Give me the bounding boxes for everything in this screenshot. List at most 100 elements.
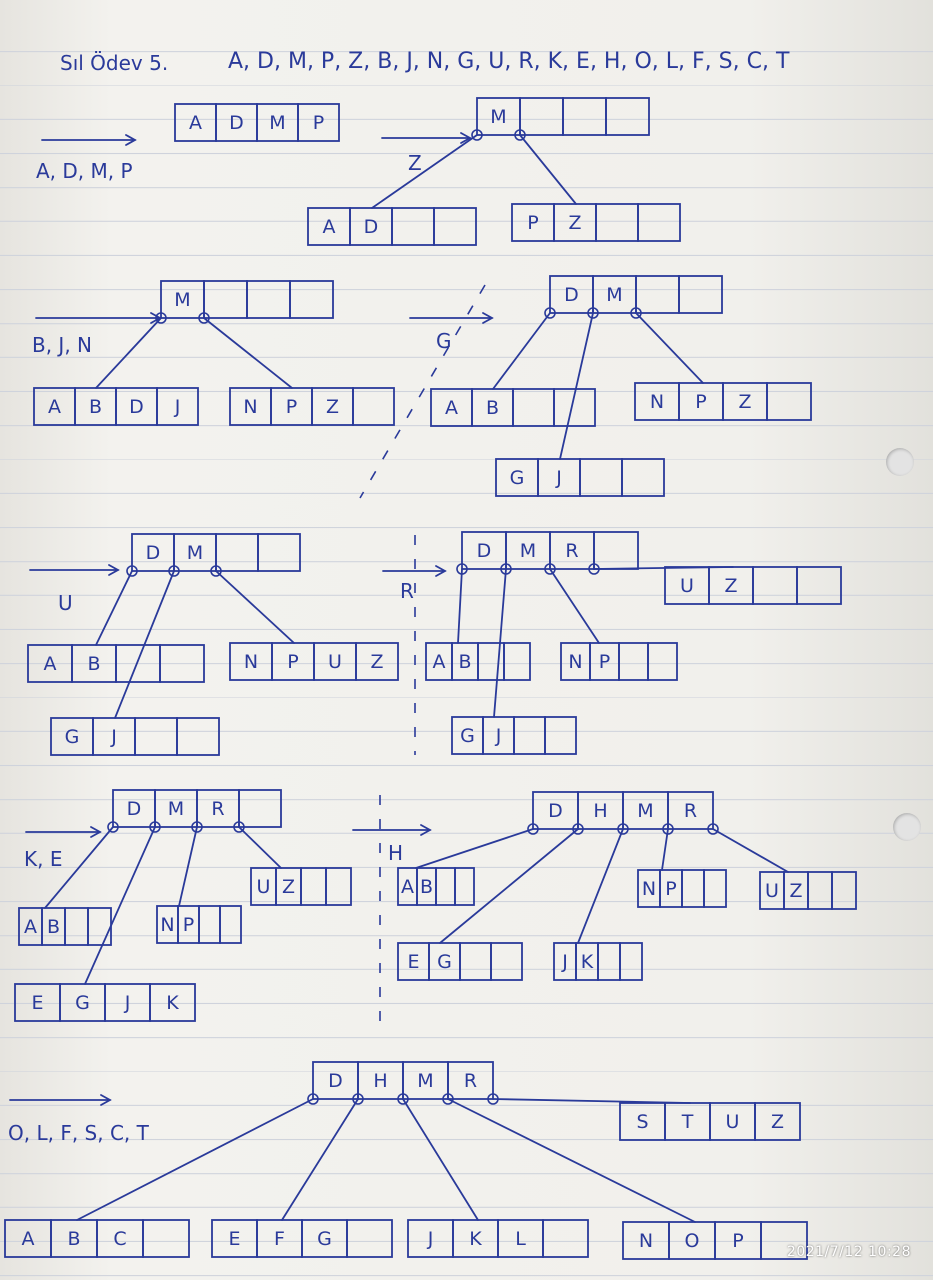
node-key: P bbox=[695, 391, 706, 413]
pointer-dot bbox=[352, 1093, 364, 1105]
node-cell bbox=[752, 566, 798, 605]
node-key: E bbox=[31, 992, 43, 1014]
pointer-dot bbox=[544, 563, 556, 575]
node-cell bbox=[618, 642, 649, 681]
arrow-head bbox=[435, 565, 447, 577]
node-key: M bbox=[417, 1070, 433, 1092]
node-key: Z bbox=[789, 880, 802, 902]
node-key: D bbox=[127, 798, 142, 820]
tree-edge bbox=[577, 828, 624, 944]
insert-label: G bbox=[436, 329, 452, 353]
insert-label: A, D, M, P bbox=[36, 159, 133, 183]
node-cell bbox=[325, 867, 352, 906]
node-key: P bbox=[732, 1230, 743, 1252]
node-key: T bbox=[681, 1111, 694, 1133]
node-cell bbox=[289, 280, 334, 319]
pointer-dot bbox=[630, 307, 642, 319]
tree-edge bbox=[281, 1098, 359, 1221]
insert-label: K, E bbox=[24, 847, 62, 871]
tree-edge bbox=[661, 828, 669, 871]
pointer-dot bbox=[168, 565, 180, 577]
node-cell bbox=[542, 1219, 589, 1258]
node-cell bbox=[678, 275, 723, 314]
node-key: G bbox=[65, 726, 80, 748]
node-key: Z bbox=[370, 651, 383, 673]
node-cell bbox=[300, 867, 327, 906]
step2-root: M bbox=[476, 97, 650, 136]
header-sequence: A, D, M, P, Z, B, J, N, G, U, R, K, E, H… bbox=[228, 49, 790, 74]
node-key: M bbox=[637, 800, 653, 822]
pointer-dot bbox=[617, 823, 629, 835]
insert-label: R bbox=[400, 579, 414, 603]
tree-edge bbox=[549, 568, 600, 644]
node-key: P bbox=[313, 112, 324, 134]
node-key: A bbox=[44, 653, 57, 675]
insert-label: B, J, N bbox=[32, 333, 92, 357]
node-cell bbox=[637, 203, 681, 242]
arrow-head bbox=[100, 1094, 112, 1106]
insert-label: U bbox=[58, 591, 73, 615]
pointer-dot bbox=[107, 821, 119, 833]
header-label: Sıl Ödev 5. bbox=[60, 51, 168, 75]
node-key: J bbox=[124, 992, 131, 1014]
node-key: J bbox=[174, 396, 181, 418]
photo-timestamp: 2021/7/12 10:28 bbox=[786, 1244, 911, 1260]
pointer-dot bbox=[707, 823, 719, 835]
pointer-dot bbox=[191, 821, 203, 833]
node-cell bbox=[352, 387, 395, 426]
tree-edge bbox=[76, 1098, 314, 1221]
tree-edge bbox=[95, 317, 162, 389]
node-cell bbox=[593, 531, 639, 570]
binder-hole-bottom bbox=[893, 813, 921, 841]
tree-edge bbox=[95, 570, 133, 646]
node-key: Z bbox=[282, 876, 295, 898]
node-cell bbox=[219, 905, 242, 944]
tree-edge bbox=[559, 312, 594, 460]
node-key: A bbox=[401, 876, 414, 898]
node-key: J bbox=[555, 467, 562, 489]
node-key: H bbox=[373, 1070, 387, 1092]
node-key: P bbox=[287, 651, 298, 673]
node-cell bbox=[433, 207, 477, 246]
node-key: D bbox=[548, 800, 563, 822]
node-key: A bbox=[445, 397, 458, 419]
node-key: B bbox=[87, 653, 100, 675]
tree-edge bbox=[203, 317, 293, 389]
node-key: A bbox=[48, 396, 61, 418]
node-key: K bbox=[166, 992, 179, 1014]
pointer-dot bbox=[471, 129, 483, 141]
pointer-dot bbox=[126, 565, 138, 577]
node-key: A bbox=[323, 216, 336, 238]
node-key: N bbox=[244, 651, 258, 673]
node-key: B bbox=[67, 1228, 80, 1250]
node-key: U bbox=[726, 1111, 740, 1133]
pointer-dot bbox=[514, 129, 526, 141]
pointer-dot bbox=[233, 821, 245, 833]
insert-label: Z bbox=[408, 151, 422, 175]
node-cell bbox=[346, 1219, 393, 1258]
node-key: Z bbox=[738, 391, 751, 413]
node-key: M bbox=[606, 284, 622, 306]
node-cell bbox=[519, 97, 564, 136]
pointer-dot bbox=[527, 823, 539, 835]
tree-edge bbox=[44, 826, 114, 909]
node-cell bbox=[579, 458, 623, 497]
node-cell bbox=[459, 942, 492, 981]
node-cell bbox=[796, 566, 842, 605]
